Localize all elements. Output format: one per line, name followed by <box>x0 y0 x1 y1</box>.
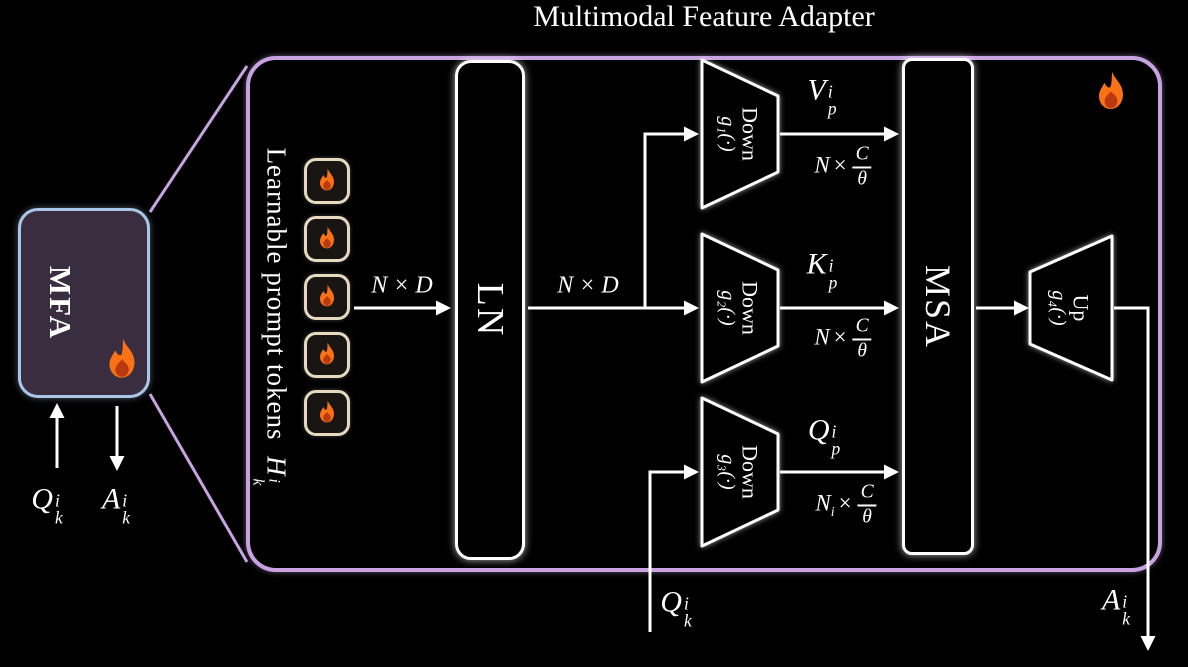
down-block-2-label: Down g₂(·) <box>716 281 763 335</box>
flame-icon <box>1087 69 1135 117</box>
layer-norm-block <box>455 60 525 560</box>
mfa-module-label: MFA <box>43 265 78 341</box>
prompt-token-column <box>304 158 350 436</box>
diagram-title: Multimodal Feature Adapter <box>533 0 875 33</box>
dim-label-input: N × D <box>371 272 433 299</box>
down-block-3-label: Down g₃(·) <box>716 445 763 499</box>
layer-norm-label: LN <box>469 282 511 338</box>
msa-label: MSA <box>918 264 958 350</box>
flame-icon <box>313 167 341 195</box>
mfa-module-box <box>18 208 150 398</box>
flame-icon <box>97 336 147 386</box>
prompt-token <box>304 216 350 262</box>
flame-icon <box>313 399 341 427</box>
up-block-label: Up g₄(·) <box>1047 290 1094 326</box>
msa-block <box>902 58 974 555</box>
prompt-token <box>304 158 350 204</box>
prompt-token <box>304 332 350 378</box>
dim-label-after-ln: N × D <box>557 272 619 299</box>
flame-icon <box>313 225 341 253</box>
down-block-1-label: Down g₁(·) <box>716 107 763 161</box>
flame-icon <box>313 283 341 311</box>
adapter-detail-box <box>246 56 1162 572</box>
prompt-token <box>304 274 350 320</box>
zoom-guide-lines <box>148 65 249 563</box>
flame-icon <box>313 341 341 369</box>
prompt-token <box>304 390 350 436</box>
